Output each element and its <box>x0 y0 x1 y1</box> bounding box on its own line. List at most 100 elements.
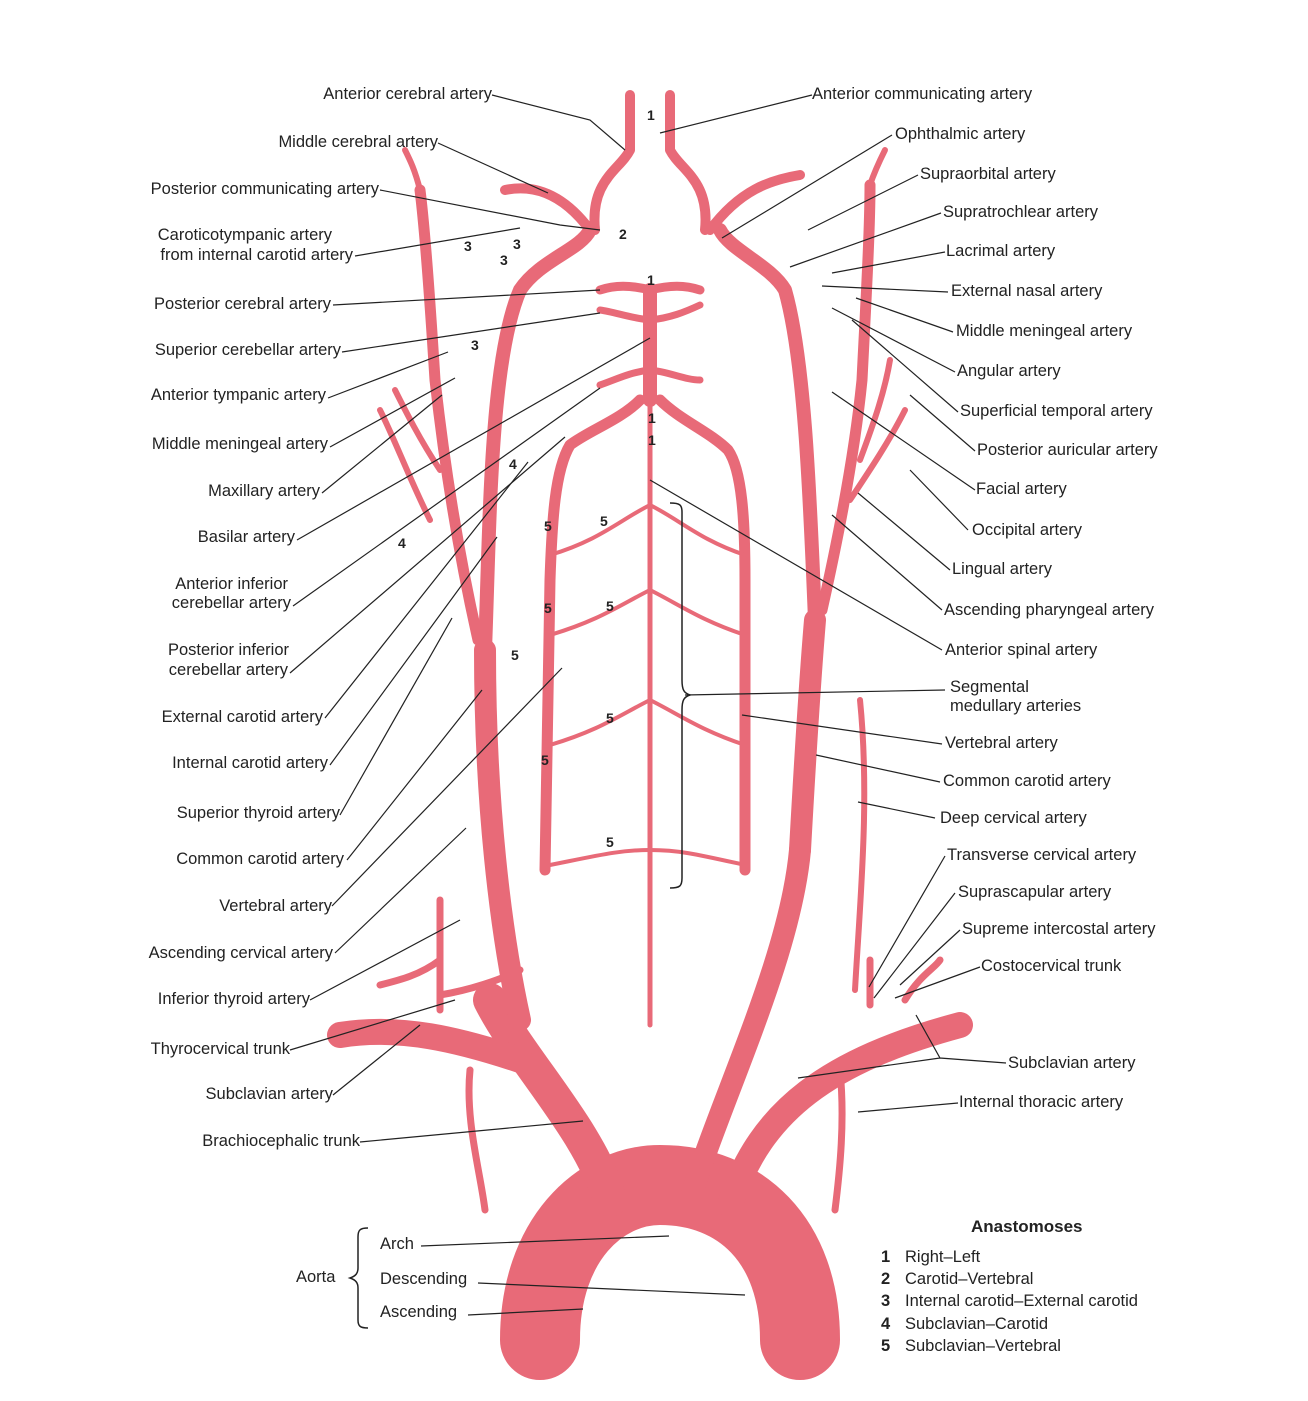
label-subclavian-artery-left: Subclavian artery <box>1008 1054 1136 1072</box>
deep-cervical-left <box>852 697 868 993</box>
marker-5c: 5 <box>544 600 552 616</box>
marker-1d: 1 <box>648 432 656 448</box>
legend-item-1: 1 Right–Left <box>881 1248 980 1267</box>
posterior-cerebral <box>595 281 705 295</box>
left-internal-carotid <box>713 223 822 627</box>
label-aorta: Aorta <box>296 1268 336 1286</box>
right-internal-carotid <box>478 223 597 657</box>
label-basilar-artery: Basilar artery <box>197 528 295 546</box>
label-caroticotympanic-artery: Caroticotympanic artery <box>157 226 332 244</box>
right-subclavian <box>327 1018 533 1073</box>
label-common-carotid-artery: Common carotid artery <box>176 850 344 868</box>
left-external-carotid <box>816 179 876 616</box>
legend-text: Internal carotid–External carotid <box>905 1292 1138 1310</box>
label-posterior-cerebral-artery: Posterior cerebral artery <box>154 295 331 313</box>
label-anterior-spinal-artery: Anterior spinal artery <box>945 641 1098 659</box>
label-anterior-communicating-artery: Anterior communicating artery <box>812 85 1033 103</box>
left-vertebral <box>654 394 751 876</box>
label-vertebral-artery-right: Vertebral artery <box>945 734 1058 752</box>
label-aorta-ascending: Ascending <box>380 1303 458 1321</box>
label-inferior-thyroid-artery: Inferior thyroid artery <box>157 990 310 1008</box>
marker-5h: 5 <box>606 834 614 850</box>
marker-3d: 3 <box>471 337 479 353</box>
segmental-2 <box>548 588 747 637</box>
left-common-carotid <box>679 839 811 1211</box>
left-facial-branches <box>847 357 908 503</box>
segmental-3 <box>548 698 747 747</box>
label-occipital-artery: Occipital artery <box>972 521 1083 539</box>
label-posterior-inferior-cerebellar: cerebellar artery <box>168 661 288 679</box>
marker-3c: 3 <box>500 252 508 268</box>
costocervical-left <box>866 956 944 1009</box>
marker-1c: 1 <box>648 410 656 426</box>
anterior-cerebral <box>589 90 711 235</box>
label-facial-artery: Facial artery <box>976 480 1067 498</box>
label-costocervical-trunk: Costocervical trunk <box>981 957 1122 975</box>
marker-5b: 5 <box>600 513 608 529</box>
legend-text: Subclavian–Vertebral <box>905 1337 1061 1355</box>
marker-5f: 5 <box>606 710 614 726</box>
label-transverse-cervical-artery: Transverse cervical artery <box>947 846 1137 864</box>
leader-lines <box>289 94 1007 1316</box>
label-maxillary-artery: Maxillary artery <box>208 482 320 500</box>
legend-text: Right–Left <box>905 1248 981 1266</box>
label-common-carotid-artery-right: Common carotid artery <box>943 772 1111 790</box>
label-anterior-tympanic-artery: Anterior tympanic artery <box>150 386 326 404</box>
label-deep-cervical-artery: Deep cervical artery <box>940 809 1087 827</box>
label-supraorbital-artery: Supraorbital artery <box>920 165 1056 183</box>
label-posterior-inferior: Posterior inferior <box>167 641 289 659</box>
brackets <box>347 502 693 1329</box>
legend-text: Carotid–Vertebral <box>905 1270 1034 1288</box>
label-segmental: Segmental <box>950 678 1029 696</box>
legend-title: Anastomoses <box>971 1217 1083 1236</box>
legend-num: 3 <box>881 1292 891 1310</box>
thyrocervical-right <box>376 896 524 1014</box>
label-suprascapular-artery: Suprascapular artery <box>958 883 1112 901</box>
label-caroticotympanic-artery-2: from internal carotid artery <box>160 246 353 264</box>
vessels <box>327 90 973 1380</box>
segmental-4 <box>548 848 747 867</box>
brachiocephalic-trunk <box>473 983 627 1217</box>
right-vertebral <box>539 394 646 876</box>
marker-1b: 1 <box>647 272 655 288</box>
right-facial-branches <box>377 387 443 523</box>
marker-5d: 5 <box>606 598 614 614</box>
legend-num: 4 <box>881 1315 891 1333</box>
label-ascending-cervical-artery: Ascending cervical artery <box>148 944 333 962</box>
label-lacrimal-artery: Lacrimal artery <box>946 242 1056 260</box>
label-anterior-cerebral-artery: Anterior cerebral artery <box>323 85 492 103</box>
label-ascending-pharyngeal-artery: Ascending pharyngeal artery <box>944 601 1155 619</box>
label-middle-meningeal-artery-right: Middle meningeal artery <box>956 322 1133 340</box>
label-internal-carotid-artery: Internal carotid artery <box>172 754 328 772</box>
label-superior-cerebellar-artery: Superior cerebellar artery <box>154 341 341 359</box>
label-external-nasal-artery: External nasal artery <box>951 282 1103 300</box>
label-middle-cerebral-artery: Middle cerebral artery <box>278 133 438 151</box>
label-angular-artery: Angular artery <box>957 362 1061 380</box>
middle-cerebral <box>500 170 805 235</box>
label-medullary-arteries: medullary arteries <box>950 697 1082 715</box>
legend-item-3: 3 Internal carotid–External carotid <box>881 1292 1138 1311</box>
legend-num: 1 <box>881 1248 891 1266</box>
aorta-arch <box>500 1145 840 1380</box>
legend-num: 2 <box>881 1270 891 1288</box>
marker-3b: 3 <box>513 236 521 252</box>
segmental-1 <box>548 503 747 557</box>
label-thyrocervical-trunk: Thyrocervical trunk <box>150 1040 290 1058</box>
label-superior-thyroid-artery: Superior thyroid artery <box>176 804 340 822</box>
right-common-carotid <box>474 639 531 1031</box>
label-external-carotid-artery: External carotid artery <box>161 708 323 726</box>
label-ophthalmic-artery: Ophthalmic artery <box>895 125 1026 143</box>
marker-5g: 5 <box>541 752 549 768</box>
label-aorta-arch: Arch <box>380 1235 414 1253</box>
marker-5e: 5 <box>511 647 519 663</box>
marker-4a: 4 <box>509 456 517 472</box>
marker-3a: 3 <box>464 238 472 254</box>
marker-1a: 1 <box>647 107 655 123</box>
label-posterior-communicating-artery: Posterior communicating artery <box>150 180 379 198</box>
marker-2: 2 <box>619 226 627 242</box>
marker-5a: 5 <box>544 518 552 534</box>
left-superficial-temporal <box>867 147 888 188</box>
label-middle-meningeal-artery: Middle meningeal artery <box>151 435 328 453</box>
